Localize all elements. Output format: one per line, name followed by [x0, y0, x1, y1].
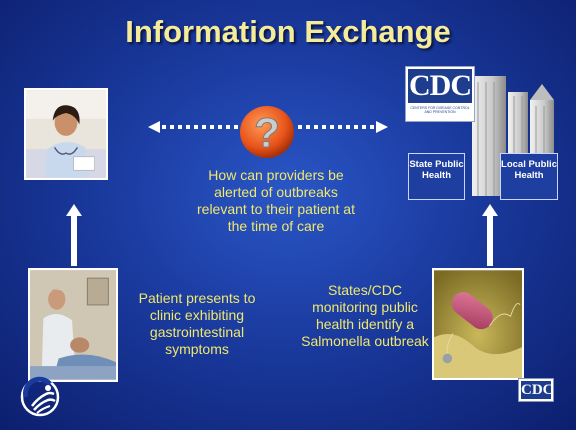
question-text: How can providers be alerted of outbreak…: [197, 167, 355, 234]
left-dashed-arrow: [148, 121, 238, 133]
salmonella-illustration: [434, 270, 522, 378]
local-public-health-box: Local Public Health: [500, 153, 558, 200]
doctor-photo: [24, 88, 108, 180]
right-dashed-arrow: [298, 121, 388, 133]
cdc-logo-top: CDC CENTERS FOR DISEASE CONTROL AND PREV…: [405, 66, 475, 122]
slide-title: Information Exchange: [125, 14, 451, 49]
cdc-logo-bottom: CDC: [518, 378, 554, 402]
hhs-logo-icon: [20, 376, 60, 417]
left-up-arrow: [66, 204, 82, 266]
cdc-logo-subtext: CENTERS FOR DISEASE CONTROL AND PREVENTI…: [410, 106, 470, 114]
cdc-logo-letters: CDC: [408, 69, 472, 103]
patient-illustration: [30, 270, 116, 380]
right-up-arrow: [482, 204, 498, 266]
cdc-logo-bottom-letters: CDC: [521, 381, 554, 399]
bacteria-photo: [432, 268, 524, 380]
doctor-illustration: [26, 90, 106, 178]
question-mark: ?: [254, 109, 280, 156]
question-icon: ?: [240, 106, 294, 158]
monitoring-text: States/CDC monitoring public health iden…: [301, 282, 429, 349]
state-public-health-box: State Public Health: [408, 153, 465, 200]
patient-text: Patient presents to clinic exhibiting ga…: [138, 290, 256, 357]
patient-photo: [28, 268, 118, 382]
